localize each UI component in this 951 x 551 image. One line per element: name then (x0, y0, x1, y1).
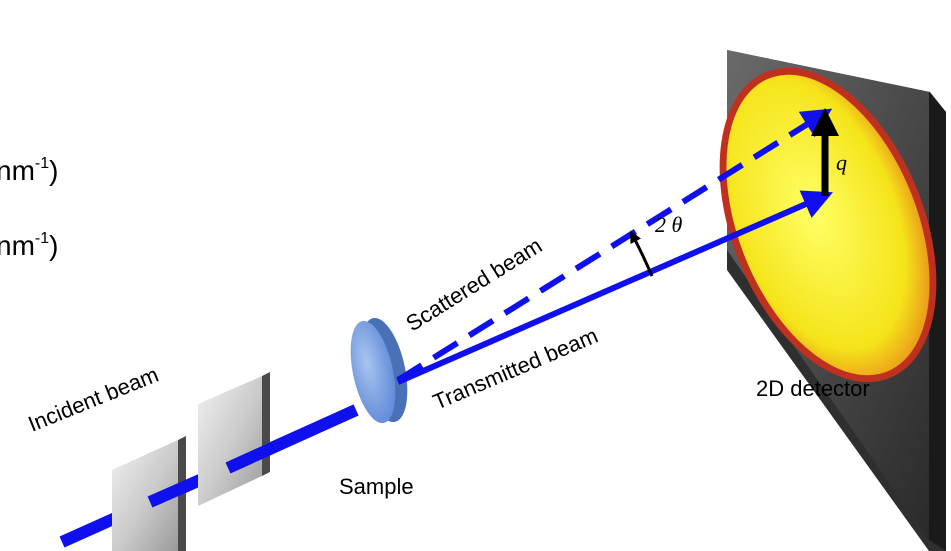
side-text-1: nm-1) (0, 155, 58, 186)
q-label: q (836, 150, 847, 175)
incident-beam-front (225, 404, 359, 474)
angle-label: 2 θ (655, 212, 683, 237)
scattered-beam-label: Scattered beam (401, 233, 546, 337)
sample-label: Sample (339, 474, 414, 499)
incident-beam-label: Incident beam (25, 362, 163, 437)
slit-back (198, 372, 270, 506)
detector-spot (726, 74, 930, 376)
angle-arc-arrow (630, 230, 654, 277)
detector-2d (719, 50, 946, 551)
sample-disk (350, 317, 408, 424)
slit-front (112, 436, 186, 551)
detector-label: 2D detector (756, 376, 870, 401)
side-text-2: nm-1) (0, 230, 58, 261)
incident-beam-mid (147, 474, 203, 508)
transmitted-beam-line (396, 190, 833, 385)
transmitted-beam-label: Transmitted beam (429, 323, 601, 415)
